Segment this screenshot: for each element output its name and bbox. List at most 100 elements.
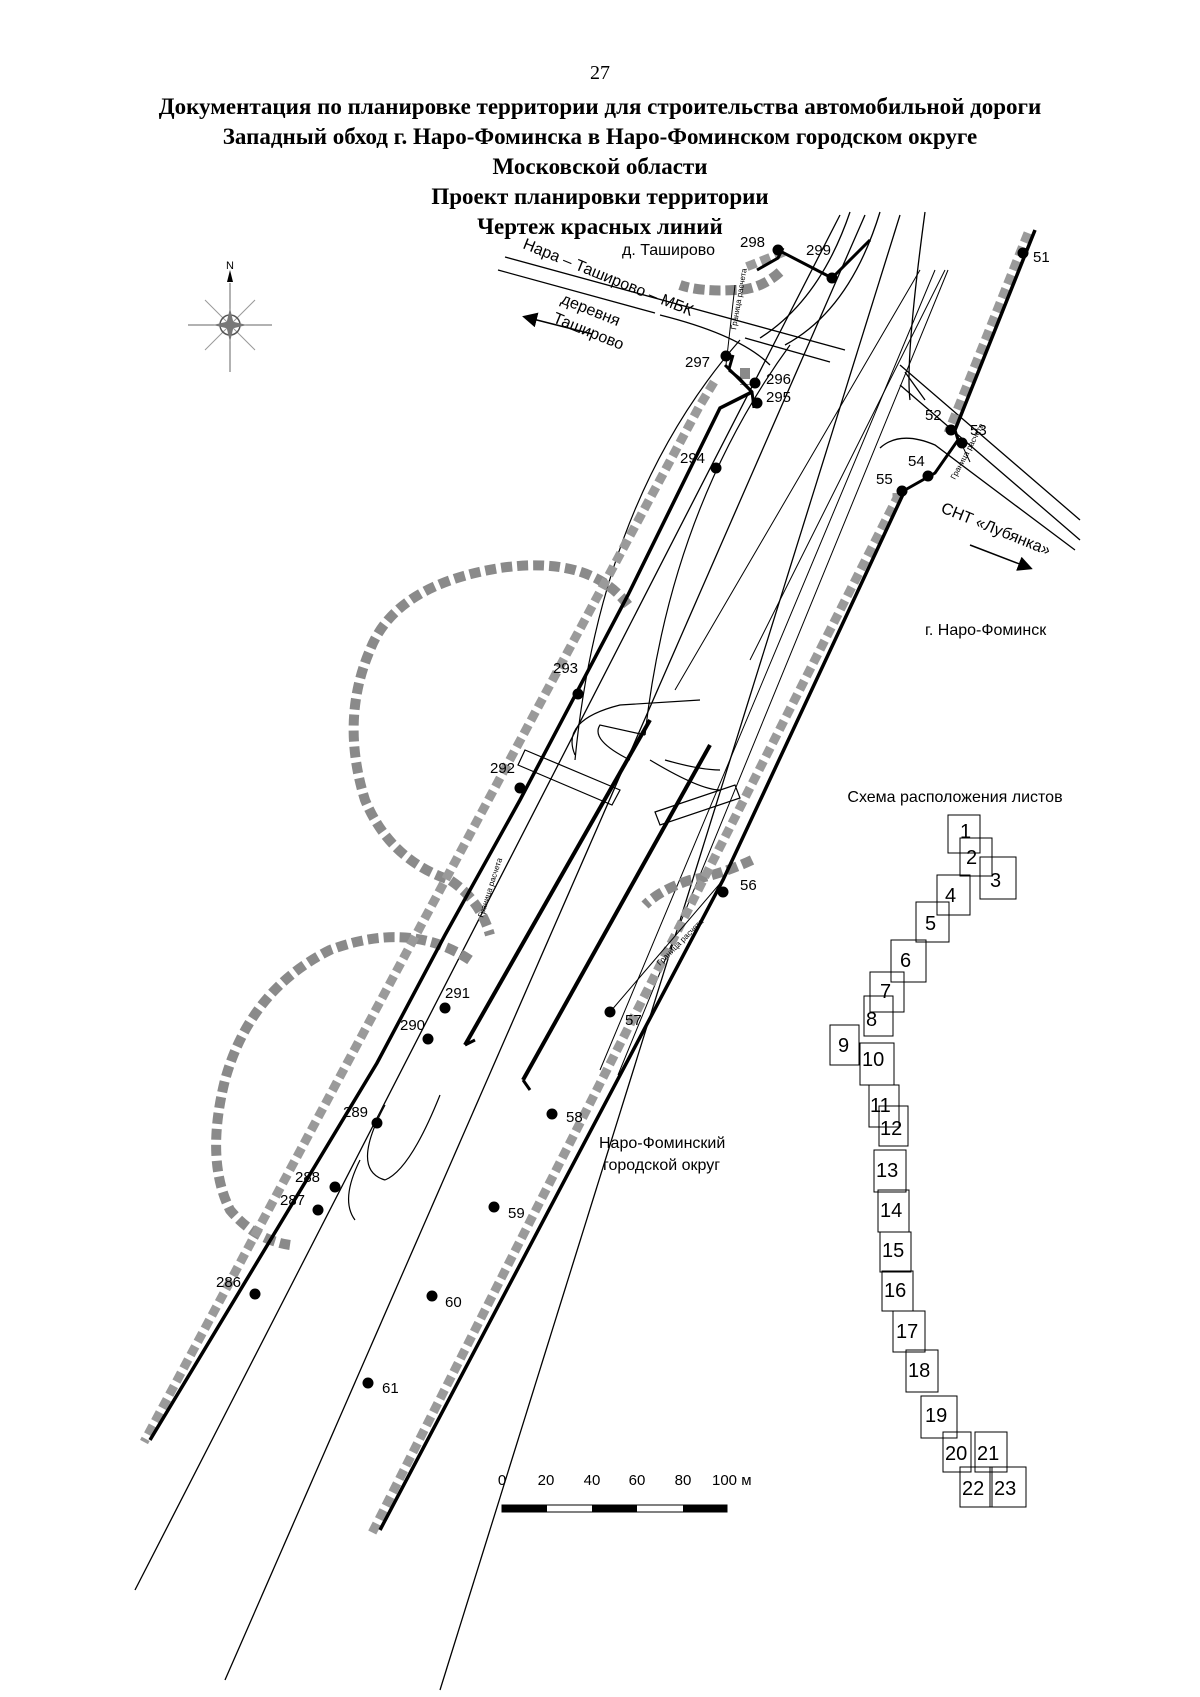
highway-lines (134, 214, 949, 1691)
svg-text:293: 293 (553, 660, 578, 677)
calculation-boundary (444, 284, 971, 1013)
point-291: 291 (439, 985, 470, 1014)
point-59: 59 (488, 1201, 525, 1222)
svg-text:54: 54 (908, 453, 925, 470)
point-53: 53 (956, 422, 987, 449)
svg-text:290: 290 (400, 1017, 425, 1034)
village-label: д. Таширово (622, 242, 715, 259)
svg-text:13: 13 (876, 1160, 898, 1182)
page-number: 27 (590, 62, 610, 84)
svg-text:299: 299 (806, 242, 831, 259)
svg-text:56: 56 (740, 877, 757, 894)
point-286: 286 (216, 1274, 261, 1300)
svg-text:11: 11 (870, 1095, 891, 1117)
svg-text:51: 51 (1033, 249, 1050, 266)
svg-text:18: 18 (908, 1360, 930, 1382)
point-54: 54 (908, 453, 934, 482)
svg-text:292: 292 (490, 760, 515, 777)
left-points: 286 287 288 289 290 291 292 293 294 295 … (216, 234, 838, 1300)
road-nara-tashirovo-mbk (497, 211, 926, 401)
svg-text:40: 40 (584, 1472, 601, 1489)
svg-text:22: 22 (962, 1478, 984, 1500)
svg-text:20: 20 (538, 1472, 555, 1489)
point-294: 294 (680, 450, 722, 474)
svg-text:15: 15 (882, 1240, 904, 1262)
svg-text:23: 23 (994, 1478, 1016, 1500)
point-289: 289 (343, 1104, 383, 1129)
svg-text:298: 298 (740, 234, 765, 251)
snt-label: СНТ «Лубянка» (939, 500, 1054, 559)
title-line-2: Западный обход г. Наро-Фоминска в Наро-Ф… (222, 124, 978, 149)
svg-text:286: 286 (216, 1274, 241, 1291)
point-57: 57 (604, 1006, 642, 1029)
document-title: Документация по планировке территории дл… (0, 92, 1200, 242)
svg-text:21: 21 (977, 1443, 999, 1465)
svg-text:2: 2 (966, 847, 977, 869)
boundary-label-3: Граница расчета (729, 267, 749, 330)
point-292: 292 (490, 760, 526, 794)
north-label: N (226, 260, 234, 272)
point-290: 290 (400, 1017, 434, 1045)
forest-boundaries (211, 268, 784, 1250)
sheet-scheme: Схема расположения листов (829, 789, 1063, 1508)
point-61: 61 (362, 1377, 399, 1397)
svg-text:7: 7 (880, 981, 891, 1003)
svg-text:53: 53 (970, 422, 987, 439)
svg-text:294: 294 (680, 450, 705, 467)
svg-text:59: 59 (508, 1205, 525, 1222)
svg-text:8: 8 (866, 1009, 877, 1031)
svg-text:9: 9 (838, 1035, 849, 1057)
district-label-2: городской округ (603, 1157, 720, 1174)
svg-text:17: 17 (896, 1321, 918, 1343)
svg-text:296: 296 (766, 371, 791, 388)
svg-text:287: 287 (280, 1192, 305, 1209)
point-55: 55 (876, 471, 908, 497)
svg-text:61: 61 (382, 1380, 399, 1397)
svg-text:5: 5 (925, 913, 936, 935)
svg-text:6: 6 (900, 950, 911, 972)
title-line-3: Московской области (492, 154, 708, 179)
svg-text:10: 10 (862, 1049, 884, 1071)
point-296: 296 (749, 371, 791, 389)
svg-text:52: 52 (925, 407, 942, 424)
sheet-scheme-title: Схема расположения листов (847, 789, 1062, 806)
arrow-to-snt (969, 544, 1033, 571)
point-288: 288 (295, 1169, 341, 1193)
svg-text:60: 60 (629, 1472, 646, 1489)
svg-text:12: 12 (880, 1118, 902, 1140)
svg-text:14: 14 (880, 1200, 902, 1222)
svg-text:58: 58 (566, 1109, 583, 1126)
svg-text:80: 80 (675, 1472, 692, 1489)
title-line-4: Проект планировки территории (431, 184, 769, 209)
svg-text:60: 60 (445, 1294, 462, 1311)
arrow-to-tashirovo (522, 312, 593, 335)
svg-text:3: 3 (990, 870, 1001, 892)
svg-text:55: 55 (876, 471, 893, 488)
svg-text:19: 19 (925, 1405, 947, 1427)
svg-text:288: 288 (295, 1169, 320, 1186)
point-287: 287 (280, 1192, 324, 1216)
point-60: 60 (426, 1290, 462, 1311)
svg-text:20: 20 (945, 1443, 967, 1465)
road-to-snt (879, 364, 1081, 551)
svg-text:291: 291 (445, 985, 470, 1002)
svg-text:1: 1 (960, 821, 971, 843)
boundary-label-1: Граница расчета (476, 856, 504, 918)
point-295: 295 (751, 389, 791, 409)
point-52: 52 (925, 407, 957, 436)
point-293: 293 (553, 660, 584, 700)
svg-text:289: 289 (343, 1104, 368, 1121)
red-line-left (140, 247, 786, 1445)
svg-text:297: 297 (685, 354, 710, 371)
scale-bar: 0 20 40 60 80 100 м (498, 1472, 752, 1513)
compass-rose-icon: N (188, 260, 272, 372)
city-label: г. Наро-Фоминск (925, 622, 1047, 639)
district-label-1: Наро-Фоминский (599, 1135, 725, 1152)
point-56: 56 (717, 877, 757, 898)
title-line-1: Документация по планировке территории дл… (158, 94, 1042, 119)
right-points: 51 52 53 54 55 56 57 58 59 60 61 (362, 247, 1050, 1397)
svg-text:4: 4 (945, 885, 956, 907)
svg-text:100 м: 100 м (712, 1472, 752, 1489)
svg-text:295: 295 (766, 389, 791, 406)
